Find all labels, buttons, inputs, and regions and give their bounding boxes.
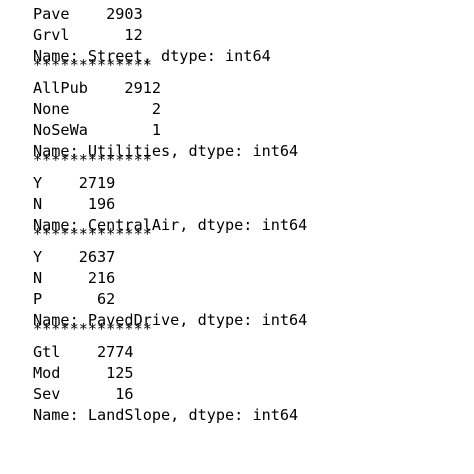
output-row: Y 2719: [33, 174, 116, 192]
value-counts-street: Pave 2903 Grvl 12 Name: Street, dtype: i…: [33, 4, 307, 78]
output-row: Grvl 12: [33, 26, 143, 44]
output-row: Mod 125: [33, 364, 134, 382]
output-row: Sev 16: [33, 385, 134, 403]
separator-line: *************: [33, 151, 152, 169]
output-row: AllPub 2912: [33, 79, 162, 97]
cell-output: Pave 2903 Grvl 12 Name: Street, dtype: i…: [33, 4, 307, 426]
value-counts-landslope: Gtl 2774 Mod 125 Sev 16 Name: LandSlope,…: [33, 342, 307, 426]
output-row: Y 2637: [33, 248, 116, 266]
series-footer: Name: CentralAir, dtype: int64: [33, 216, 308, 234]
value-counts-centralair: Y 2719 N 196 Name: CentralAir, dtype: in…: [33, 173, 307, 247]
output-row: Pave 2903: [33, 5, 143, 23]
separator-line: *************: [33, 225, 152, 243]
output-row: Gtl 2774: [33, 343, 134, 361]
separator-line: *************: [33, 320, 152, 338]
value-counts-paveddrive: Y 2637 N 216 P 62 Name: PavedDrive, dtyp…: [33, 247, 307, 342]
output-row: N 196: [33, 195, 116, 213]
series-footer: Name: LandSlope, dtype: int64: [33, 406, 299, 424]
output-row: NoSeWa 1: [33, 121, 162, 139]
series-footer: Name: Utilities, dtype: int64: [33, 142, 299, 160]
series-footer: Name: PavedDrive, dtype: int64: [33, 311, 308, 329]
series-footer: Name: Street, dtype: int64: [33, 47, 271, 65]
separator-line: *************: [33, 56, 152, 74]
output-row: P 62: [33, 290, 116, 308]
value-counts-utilities: AllPub 2912 None 2 NoSeWa 1 Name: Utilit…: [33, 78, 307, 173]
output-row: None 2: [33, 100, 162, 118]
output-row: N 216: [33, 269, 116, 287]
